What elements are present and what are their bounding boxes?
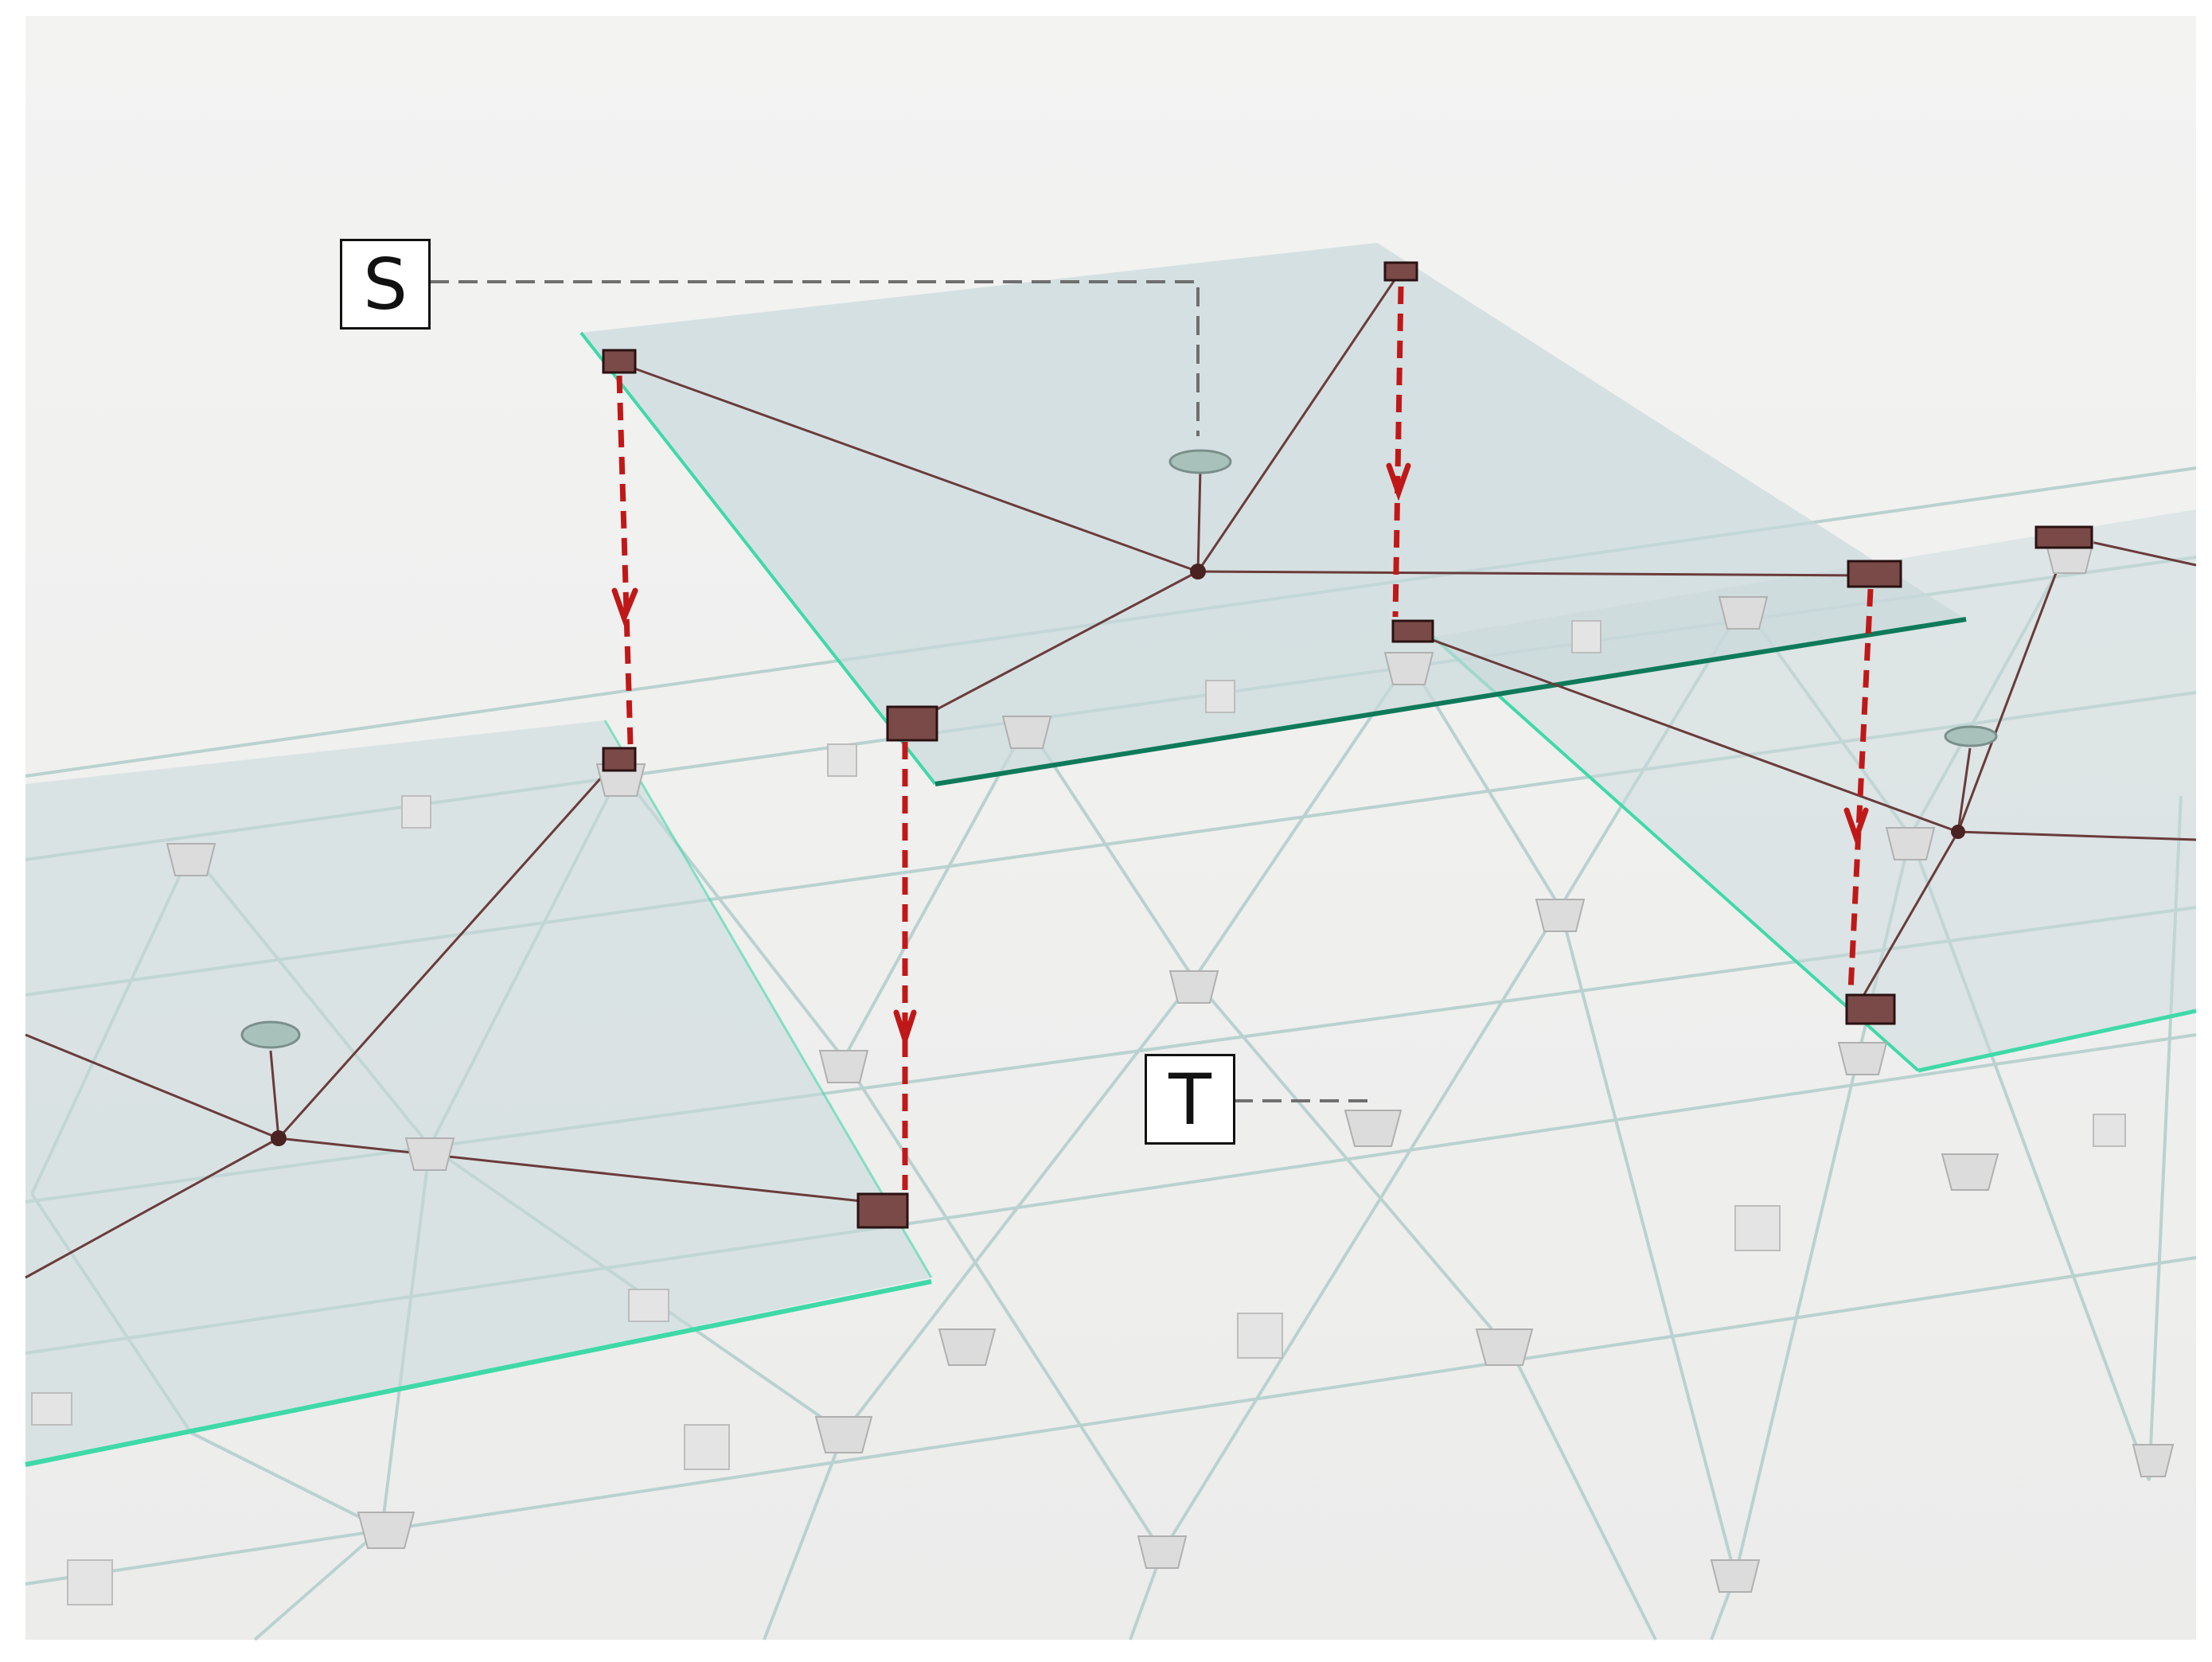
truss-node-icon xyxy=(1718,596,1769,630)
spider-disc-lower-left xyxy=(240,1020,301,1049)
truss-node-icon xyxy=(166,843,217,876)
connector-plate-icon xyxy=(1845,993,1896,1025)
truss-node-icon xyxy=(814,1416,873,1453)
rail-blocks xyxy=(31,620,2126,1605)
connector-plate-icon xyxy=(1847,560,1902,588)
glass-edge xyxy=(25,1279,932,1467)
cable-hub-lower-left xyxy=(271,1130,287,1146)
down-arrow-icon xyxy=(611,587,638,626)
truss-node-icon xyxy=(357,1512,415,1549)
glass-edge xyxy=(1917,1009,2197,1073)
truss-node-icon xyxy=(1344,1110,1402,1147)
glass-edge xyxy=(1431,635,1920,1072)
truss-node-icon xyxy=(1475,1328,1534,1366)
glass-edge xyxy=(603,720,933,1278)
connector-plate-icon xyxy=(1391,619,1434,643)
truss-node-icon xyxy=(1941,1153,1999,1191)
connector-plate-icon xyxy=(886,705,938,742)
connector-plate-icon xyxy=(602,747,637,772)
connector-plates-source xyxy=(602,261,1902,742)
truss-node-icon xyxy=(1710,1559,1761,1593)
spider-disc-top xyxy=(1168,449,1232,474)
cable-hub-lower-right xyxy=(1951,825,1965,839)
truss-node-icon xyxy=(1535,899,1586,932)
label-t: T xyxy=(1145,1054,1235,1145)
connector-plate-icon xyxy=(2034,525,2093,549)
spider-disc-lower-right xyxy=(1944,725,1998,747)
truss-node-icon xyxy=(404,1137,455,1171)
down-arrow-icon xyxy=(1843,807,1869,846)
cable-system-lower-left xyxy=(25,759,884,1279)
truss-node-icon xyxy=(1837,1042,1888,1075)
down-arrow-icon xyxy=(893,1009,917,1049)
label-s: S xyxy=(340,239,431,330)
truss-node-icon xyxy=(1001,716,1052,749)
cable-system-top xyxy=(616,270,1871,724)
truss-node-icon xyxy=(818,1050,869,1083)
glass-edge xyxy=(934,617,1967,786)
truss-node-icon xyxy=(1885,827,1936,860)
cable-system-lower-right xyxy=(1412,536,2197,1012)
connector-plate-icon xyxy=(856,1192,909,1229)
truss-node-icon xyxy=(2132,1444,2175,1477)
connector-plate-icon xyxy=(602,349,637,374)
truss-node-icon xyxy=(938,1328,997,1366)
label-leaders xyxy=(430,280,1377,1102)
truss-node-icon xyxy=(1383,652,1434,685)
down-arrow-icon xyxy=(1386,462,1411,501)
truss-nodes xyxy=(166,540,2175,1593)
glass-panel-top xyxy=(581,243,1966,784)
movement-arrowheads xyxy=(611,462,1869,1049)
glass-edge xyxy=(579,331,937,786)
truss-node-icon xyxy=(1168,970,1219,1004)
glass-panel-lower-left xyxy=(25,720,931,1465)
movement-arrows xyxy=(616,286,1874,1190)
cable-hub-top xyxy=(1190,564,1206,579)
truss-node-icon xyxy=(1137,1535,1188,1569)
connector-plate-icon xyxy=(1383,261,1418,282)
connector-plates-target xyxy=(602,525,2093,1229)
